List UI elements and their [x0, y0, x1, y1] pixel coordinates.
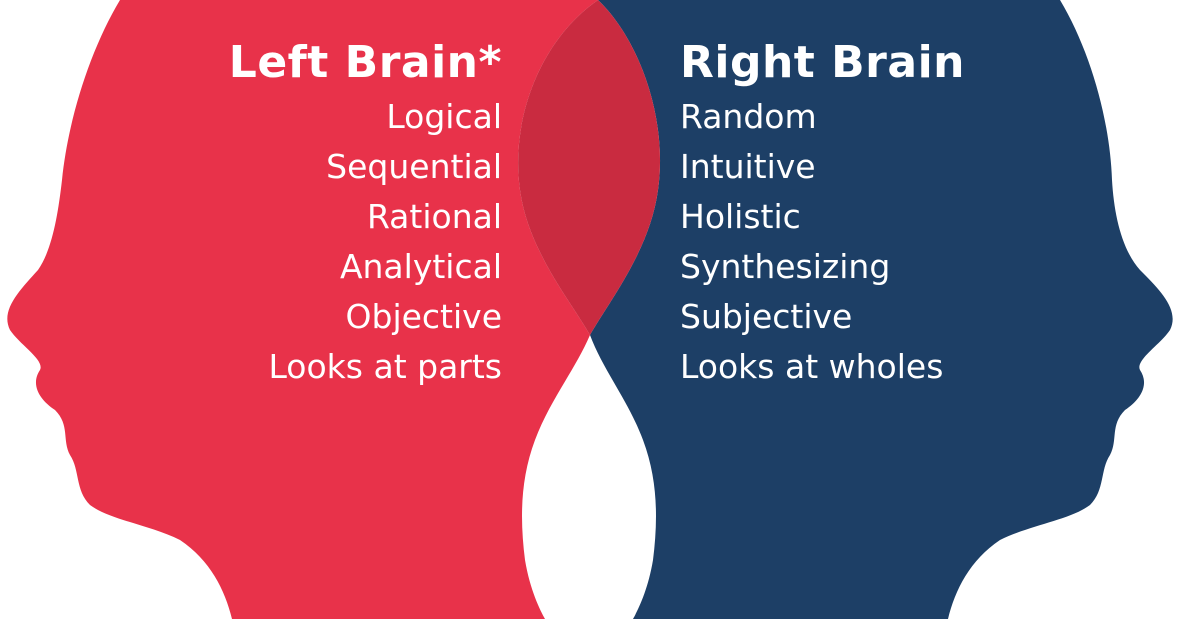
right-trait: Synthesizing: [680, 247, 891, 286]
left-brain-traits: Logical Sequential Rational Analytical O…: [229, 92, 503, 392]
right-trait: Intuitive: [680, 147, 816, 186]
left-trait: Logical: [386, 97, 502, 136]
right-trait: Holistic: [680, 197, 801, 236]
overlap-region: [518, 0, 661, 335]
right-trait: Random: [680, 97, 817, 136]
left-trait: Rational: [366, 197, 502, 236]
left-trait: Objective: [345, 297, 502, 336]
left-brain-column: Left Brain* Logical Sequential Rational …: [229, 34, 502, 392]
right-head-silhouette: [590, 0, 1173, 619]
right-brain-column: Right Brain Random Intuitive Holistic Sy…: [680, 34, 965, 392]
right-trait: Looks at wholes: [680, 347, 944, 386]
left-brain-title: Left Brain*: [228, 37, 502, 88]
left-head-silhouette: [7, 0, 599, 619]
left-trait: Analytical: [339, 247, 502, 286]
right-brain-traits: Random Intuitive Holistic Synthesizing S…: [680, 92, 965, 392]
left-trait: Sequential: [326, 147, 502, 186]
right-trait: Subjective: [680, 297, 853, 336]
left-trait: Looks at parts: [268, 347, 503, 386]
right-brain-title: Right Brain: [680, 37, 965, 88]
